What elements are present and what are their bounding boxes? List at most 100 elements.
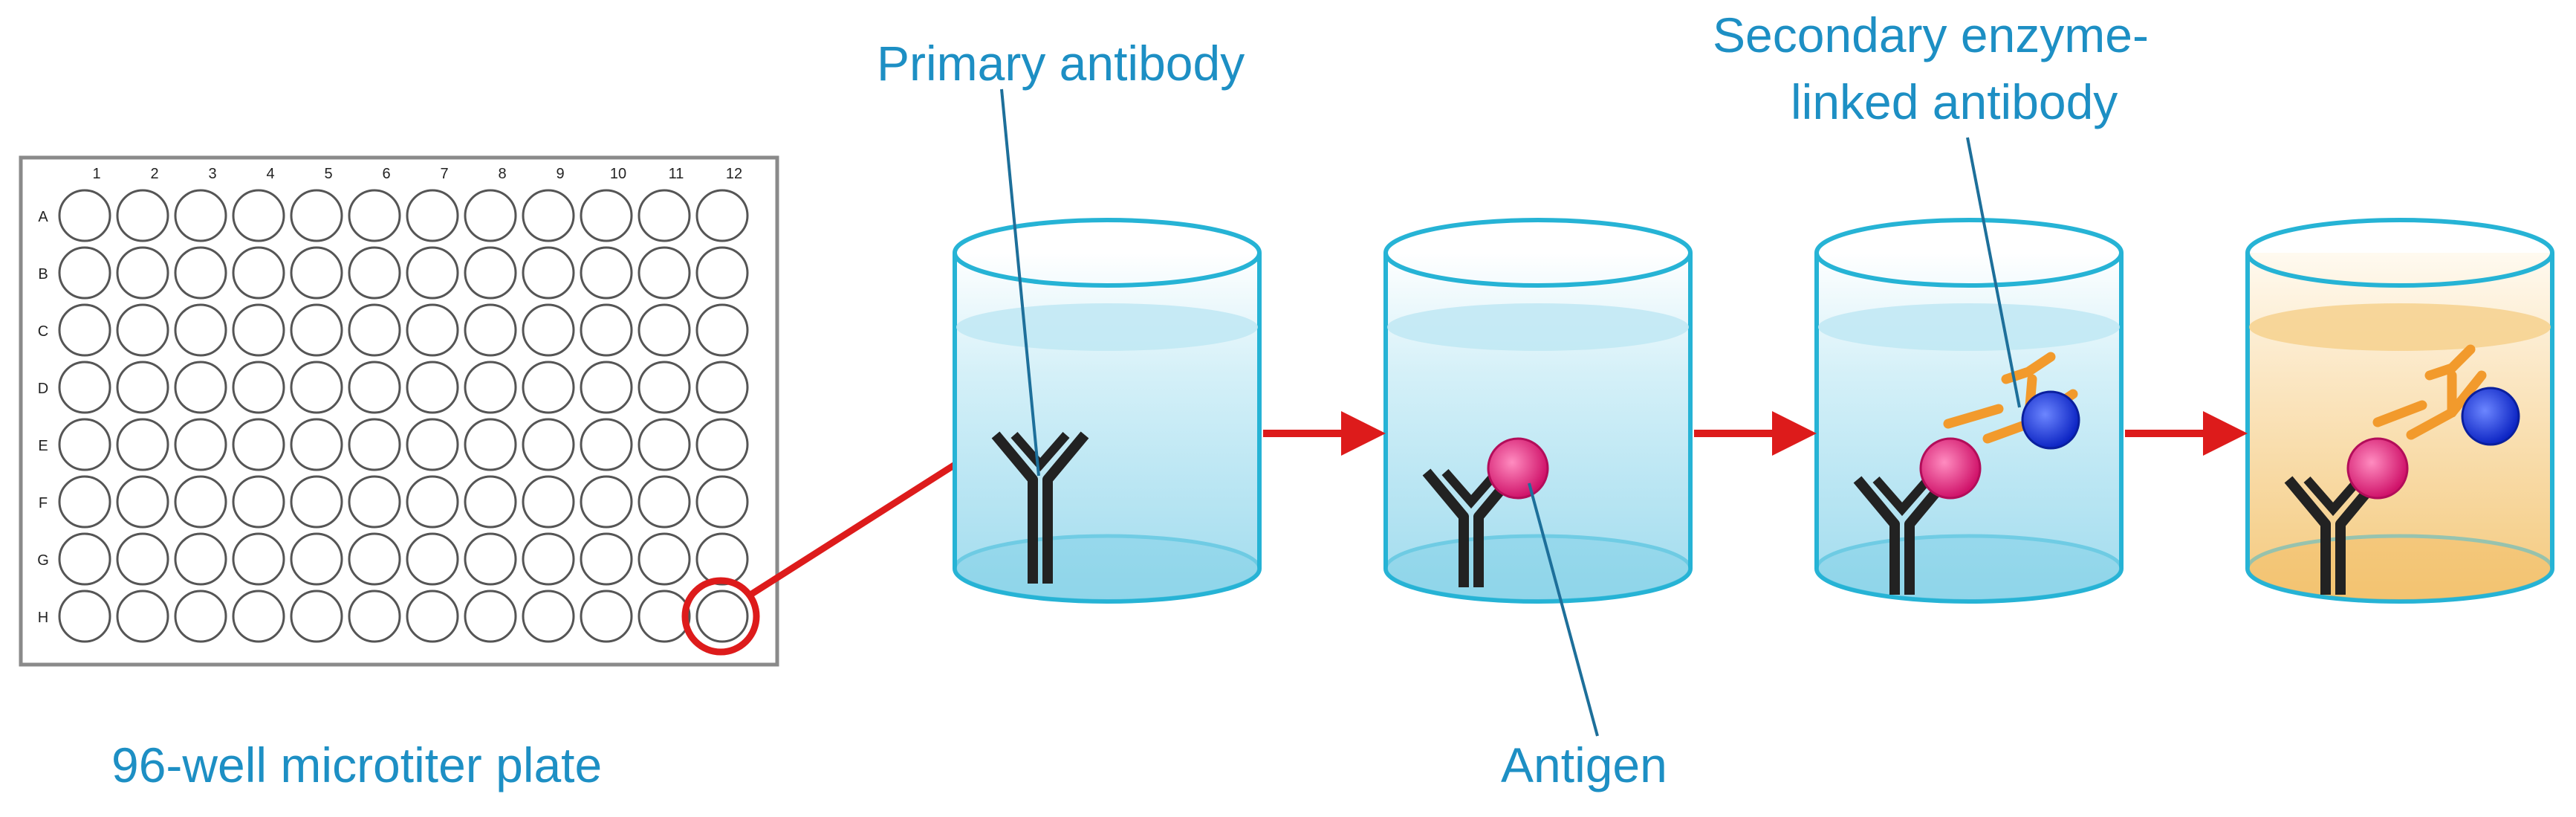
plate-well xyxy=(58,303,111,357)
plate-well xyxy=(116,418,169,471)
plate-well xyxy=(695,475,749,529)
plate-well xyxy=(522,418,575,471)
plate-well xyxy=(464,475,517,529)
plate-well xyxy=(464,418,517,471)
plate-well xyxy=(637,246,691,300)
plate-well xyxy=(232,590,285,643)
plate-well xyxy=(522,303,575,357)
plate-well xyxy=(116,246,169,300)
plate-well xyxy=(522,361,575,414)
plate-row-label: G xyxy=(37,552,49,569)
well-step-primary xyxy=(953,218,1262,604)
plate-well xyxy=(58,475,111,529)
plate-well xyxy=(406,246,459,300)
primary-antibody-icon xyxy=(991,431,1089,584)
plate-well xyxy=(116,475,169,529)
plate-well xyxy=(174,532,227,586)
plate-well xyxy=(637,590,691,643)
plate-well xyxy=(522,189,575,242)
plate-well xyxy=(232,475,285,529)
plate-well xyxy=(464,189,517,242)
plate-column-label: 4 xyxy=(266,166,274,182)
plate-well xyxy=(116,189,169,242)
plate-well xyxy=(174,475,227,529)
plate-well xyxy=(522,590,575,643)
plate-well xyxy=(580,246,633,300)
plate-well xyxy=(348,246,401,300)
plate-well xyxy=(174,246,227,300)
primary-antibody-label: Primary antibody xyxy=(877,36,1245,91)
plate-column-label: 11 xyxy=(669,166,684,182)
enzyme-icon xyxy=(2461,387,2520,446)
plate-well xyxy=(464,246,517,300)
plate-well xyxy=(580,418,633,471)
plate-well xyxy=(174,303,227,357)
plate-well xyxy=(580,532,633,586)
plate-column-label: 12 xyxy=(726,166,742,182)
plate-column-label: 7 xyxy=(440,166,448,182)
plate-well xyxy=(637,303,691,357)
plate-well xyxy=(464,532,517,586)
plate-well xyxy=(695,418,749,471)
plate-well xyxy=(695,303,749,357)
plate-well xyxy=(406,475,459,529)
plate-well xyxy=(406,189,459,242)
plate-label: 96-well microtiter plate xyxy=(111,737,602,792)
callout-line-secondary xyxy=(1966,137,2021,408)
plate-column-label: 6 xyxy=(382,166,390,182)
plate-well xyxy=(290,532,343,586)
plate-well xyxy=(522,475,575,529)
plate-well xyxy=(406,590,459,643)
plate-well xyxy=(290,189,343,242)
plate-well xyxy=(232,361,285,414)
plate-well xyxy=(464,361,517,414)
plate-well xyxy=(58,418,111,471)
plate-well xyxy=(58,189,111,242)
plate-well xyxy=(695,189,749,242)
callout-line-antigen xyxy=(1528,482,1599,737)
plate-well xyxy=(290,418,343,471)
plate-well xyxy=(58,246,111,300)
plate-well xyxy=(116,532,169,586)
plate-well xyxy=(290,361,343,414)
plate-well xyxy=(637,532,691,586)
well-step-substrate xyxy=(2245,218,2554,604)
plate-column-label: 9 xyxy=(556,166,564,182)
plate-well xyxy=(695,532,749,586)
secondary-antibody-icon xyxy=(2372,344,2487,440)
plate-well xyxy=(58,590,111,643)
plate-row-label: F xyxy=(39,495,48,511)
plate-well xyxy=(406,303,459,357)
plate-column-label: 10 xyxy=(610,166,626,182)
plate-well xyxy=(580,475,633,529)
secondary-label-line2: linked antibody xyxy=(1791,74,2118,129)
enzyme-icon xyxy=(2021,390,2080,450)
plate-well xyxy=(348,418,401,471)
plate-well xyxy=(116,590,169,643)
well-step-antigen xyxy=(1383,218,1693,604)
plate-well xyxy=(522,246,575,300)
plate-row-label: B xyxy=(38,266,48,282)
plate-well xyxy=(406,361,459,414)
plate-well xyxy=(174,361,227,414)
plate-well xyxy=(290,246,343,300)
plate-well xyxy=(232,189,285,242)
plate-well xyxy=(580,361,633,414)
plate-column-label: 1 xyxy=(92,166,100,182)
plate-well xyxy=(232,246,285,300)
antigen-icon xyxy=(1919,437,1982,500)
highlighted-well-circle xyxy=(681,577,760,656)
plate-well xyxy=(290,303,343,357)
plate-row-label: A xyxy=(38,209,48,225)
plate-well xyxy=(174,189,227,242)
plate-well xyxy=(695,361,749,414)
antigen-icon xyxy=(1487,437,1549,500)
plate-well xyxy=(406,532,459,586)
plate-well xyxy=(637,418,691,471)
plate-well xyxy=(348,590,401,643)
plate-well xyxy=(695,246,749,300)
plate-well xyxy=(116,361,169,414)
